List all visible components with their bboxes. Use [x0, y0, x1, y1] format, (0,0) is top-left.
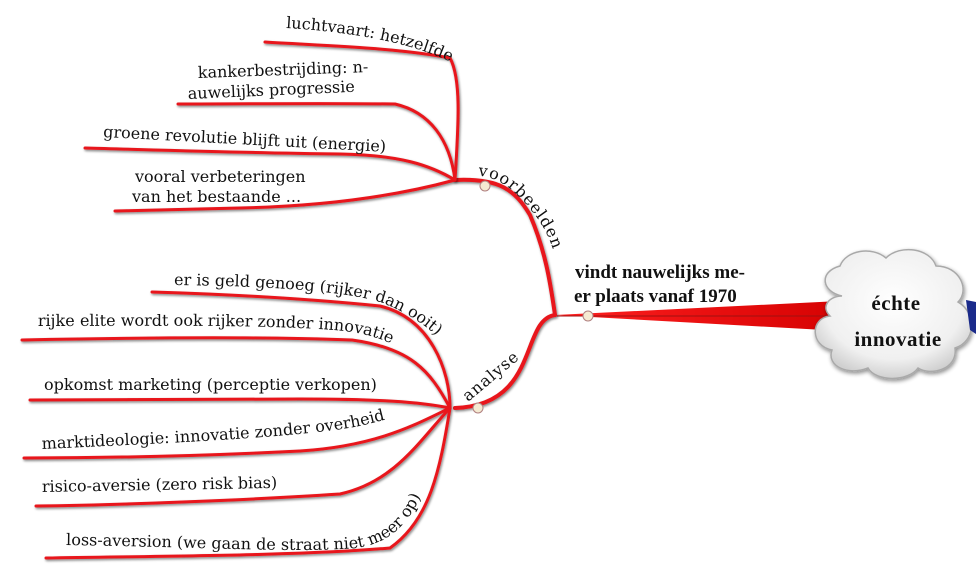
leaf-line	[28, 397, 452, 410]
cloud-edge-accent	[966, 300, 976, 334]
main-branch-label-line1: vindt nauwelijks me-	[575, 262, 745, 283]
leaf-rijke-elite[interactable]: rijke elite wordt ook rijker zonder inno…	[38, 311, 397, 347]
leaf-luchtvaart[interactable]: luchtvaart: hetzelfde	[286, 13, 457, 65]
leaf-line	[150, 290, 452, 410]
leaf-risico-aversie[interactable]: risico-aversie (zero risk bias)	[42, 473, 278, 496]
leaf-opkomst-marketing[interactable]: opkomst marketing (perceptie verkopen)	[44, 375, 377, 394]
voorbeelden-leaf-lines	[83, 40, 460, 213]
leaf-marktideologie[interactable]: marktideologie: innovatie zonder overhei…	[41, 405, 386, 453]
leaf-line	[20, 336, 452, 410]
central-title-line1: échte	[871, 291, 920, 315]
leaf-line	[44, 406, 452, 560]
analyse-leaf-lines	[20, 290, 452, 560]
main-branch-label-line2: er plaats vanaf 1970	[574, 286, 737, 307]
leaf-line	[176, 102, 457, 182]
node-dot-analyse[interactable]	[472, 402, 484, 414]
leaf-vooral-verbeteringen-line2[interactable]: van het bestaande ...	[131, 187, 301, 206]
node-dot-main[interactable]	[582, 310, 594, 322]
branch-voorbeelden	[453, 177, 557, 317]
node-dot-voorbeelden[interactable]	[479, 180, 491, 192]
analyse-label[interactable]: analyse	[458, 347, 522, 405]
leaf-line	[22, 406, 452, 460]
leaf-line	[113, 178, 457, 213]
leaf-line	[263, 40, 460, 182]
central-cloud[interactable]	[814, 248, 973, 380]
leaf-line	[34, 406, 452, 508]
leaf-vooral-verbeteringen-line1[interactable]: vooral verbeteringen	[134, 167, 306, 186]
central-title-line2: innovatie	[854, 327, 941, 351]
leaf-line	[83, 146, 457, 182]
branch-analyse	[453, 313, 557, 410]
